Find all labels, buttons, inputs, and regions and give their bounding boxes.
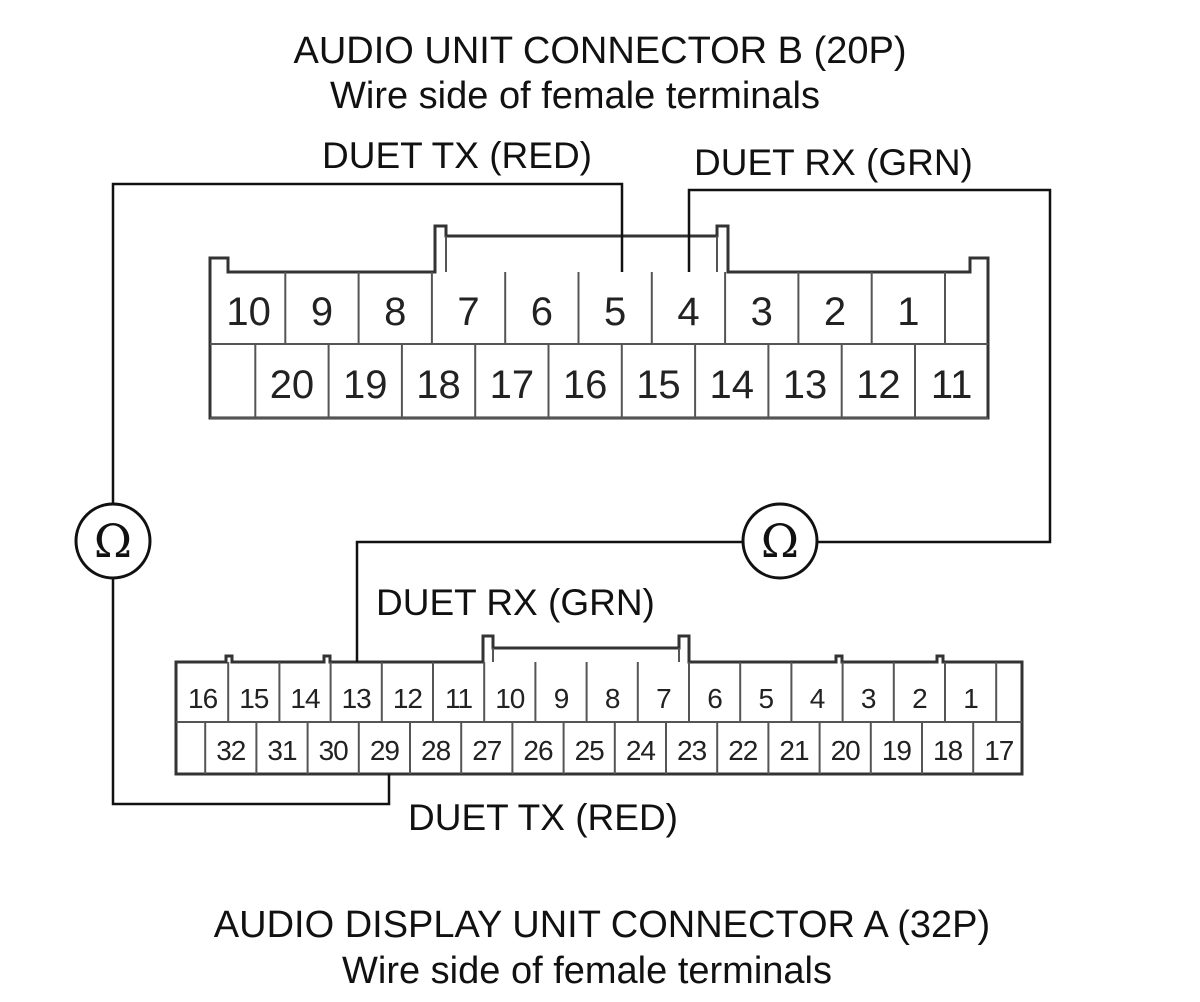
connector-a-pin-30: 30 — [319, 735, 349, 766]
connector-a-pin-27: 27 — [472, 735, 502, 766]
connector-a-pin-3: 3 — [861, 683, 876, 714]
connector-a-pin-18: 18 — [933, 735, 963, 766]
connector-a-pin-1: 1 — [963, 683, 978, 714]
connector-b-tx-label: DUET TX (RED) — [322, 135, 592, 176]
connector-b-pin-14: 14 — [710, 363, 755, 407]
connector-a-pin-10: 10 — [495, 683, 525, 714]
ohm-symbol-icon: Ω — [761, 514, 799, 568]
connector-a-pin-2: 2 — [912, 683, 927, 714]
connector-a-pin-17: 17 — [984, 735, 1014, 766]
connector-a-pin-16: 16 — [188, 683, 218, 714]
connector-b-pin-1: 1 — [897, 290, 919, 334]
connector-a-pin-8: 8 — [605, 683, 620, 714]
connector-b-pin-4: 4 — [677, 290, 699, 334]
connector-b-pin-12: 12 — [856, 363, 901, 407]
wire-duet-tx — [111, 182, 624, 806]
ohmmeter-rx: Ω — [741, 502, 819, 580]
ohm-symbol-icon: Ω — [94, 514, 132, 568]
connector-a-pin-20: 20 — [831, 735, 861, 766]
connector-b-pin-5: 5 — [604, 290, 626, 334]
connector-b-pin-16: 16 — [563, 363, 608, 407]
connector-a-pin-13: 13 — [342, 683, 372, 714]
connector-b-pin-8: 8 — [384, 290, 406, 334]
connector-b-housing — [208, 224, 990, 420]
connector-a-subtitle: Wire side of female terminals — [342, 950, 832, 992]
connector-b-pin-2: 2 — [824, 290, 846, 334]
connector-b-title: AUDIO UNIT CONNECTOR B (20P) — [293, 30, 906, 72]
connector-b-pin-17: 17 — [490, 363, 535, 407]
connector-a-pin-9: 9 — [554, 683, 569, 714]
connector-a-pin-32: 32 — [216, 735, 246, 766]
connector-b-pin-10: 10 — [226, 290, 271, 334]
connector-a-pin-29: 29 — [370, 735, 400, 766]
connector-a-pin-25: 25 — [575, 735, 605, 766]
connector-a-housing — [174, 634, 1024, 776]
connector-a-pin-24: 24 — [626, 735, 656, 766]
connector-b-pin-6: 6 — [531, 290, 553, 334]
connector-b-pin-11: 11 — [931, 363, 973, 407]
connector-b-pin-7: 7 — [457, 290, 479, 334]
connector-a-pin-19: 19 — [882, 735, 912, 766]
connector-a-pin-11: 11 — [445, 683, 472, 714]
connector-a-pin-26: 26 — [523, 735, 553, 766]
connector-b-pin-9: 9 — [311, 290, 333, 334]
connector-b-pin-19: 19 — [343, 363, 388, 407]
connector-a-pin-12: 12 — [393, 683, 423, 714]
connector-a-title: AUDIO DISPLAY UNIT CONNECTOR A (32P) — [214, 904, 990, 946]
connector-a-pin-21: 21 — [779, 735, 809, 766]
connector-a-pin-7: 7 — [656, 683, 671, 714]
connector-a-pin-15: 15 — [239, 683, 269, 714]
connector-a-pin-14: 14 — [290, 683, 320, 714]
connector-a-pin-22: 22 — [728, 735, 758, 766]
connector-b-pin-15: 15 — [636, 363, 681, 407]
connector-b-pin-13: 13 — [783, 363, 828, 407]
wire-duet-rx — [355, 188, 1052, 662]
connector-a-pin-23: 23 — [677, 735, 707, 766]
connector-b-subtitle: Wire side of female terminals — [330, 75, 820, 117]
connector-a-pin-6: 6 — [707, 683, 722, 714]
connector-b-pin-20: 20 — [270, 363, 315, 407]
connector-a-pin-5: 5 — [759, 683, 774, 714]
connector-b-pin-3: 3 — [751, 290, 773, 334]
connector-a-pin-28: 28 — [421, 735, 451, 766]
connector-b-pin-18: 18 — [416, 363, 461, 407]
connector-a-rx-label: DUET RX (GRN) — [376, 582, 655, 623]
connector-a-pin-4: 4 — [810, 683, 825, 714]
ohmmeter-tx: Ω — [74, 502, 152, 580]
connector-a-tx-label: DUET TX (RED) — [408, 797, 678, 838]
connector-a-pin-31: 31 — [267, 735, 297, 766]
connector-b-rx-label: DUET RX (GRN) — [694, 142, 973, 183]
